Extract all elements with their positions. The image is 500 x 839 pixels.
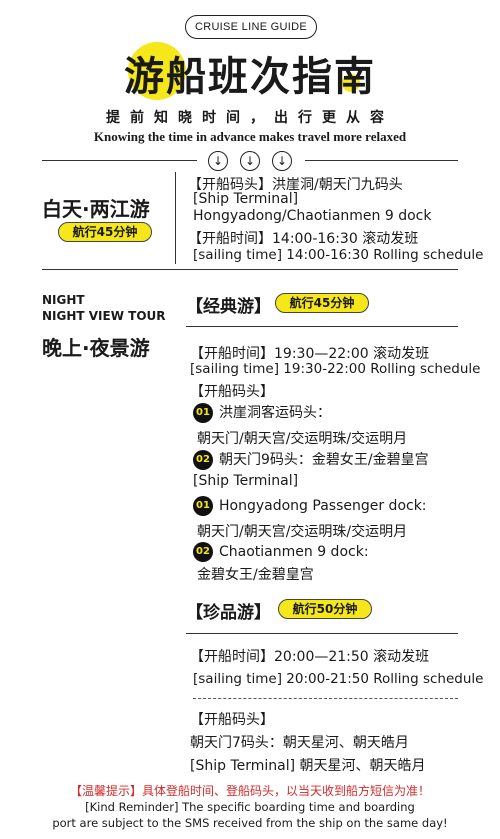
night-en-label: NIGHT [42,293,85,307]
kind-reminder-en-2: port are subject to the SMS received fro… [52,816,448,830]
cruise-line-guide-badge: CRUISE LINE GUIDE [185,15,317,39]
section-divider [42,269,458,270]
classic-duration-badge: 航行45分钟 [275,293,369,313]
kind-reminder-cn: 【温馨提示】具体登船时间、登船码头，以当天收到船方短信为准！ [69,784,430,798]
subtitle-cn: 提前知晓时间，出行更从容 [106,110,394,126]
arrow-down-icon: ↓ [240,151,260,171]
day-time-cn: 【开船时间】14:00-16:30 滚动发班 [188,231,419,247]
premium-dashed-divider [193,698,458,699]
classic-time-en: [sailing time] 19:30-22:00 Rolling sched… [190,361,481,377]
day-vertical-rule [175,172,176,264]
classic-item-4-sub: 金碧女王/金碧皇宫 [197,567,314,583]
classic-item-3-text: Hongyadong Passenger dock: [219,498,427,514]
number-badge: 02 [193,542,213,562]
number-badge: 01 [193,496,213,516]
divider-left [42,160,197,161]
premium-terminal-line: 朝天门7码头：朝天星河、朝天皓月 [190,735,409,751]
day-terminal-en-value: Hongyadong/Chaotianmen 9 dock [193,208,432,224]
day-duration-badge: 航行45分钟 [58,222,152,242]
kind-reminder-en-1: [Kind Reminder] The specific boarding ti… [85,800,415,814]
number-badge: 01 [193,403,213,423]
classic-item-2-text: 朝天门9码头：金碧女王/金碧皇宫 [219,452,429,468]
classic-tour-label: 【经典游】 [186,297,271,317]
classic-item-1-sub: 朝天门/朝天宫/交运明珠/交运明月 [197,431,408,447]
day-title: 白天·两江游 [42,197,150,221]
classic-item-1: 01 洪崖洞客运码头： [193,402,331,423]
premium-time-en: [sailing time] 20:00-21:50 Rolling sched… [193,671,484,687]
premium-time-cn: 【开船时间】20:00—21:50 滚动发班 [190,649,430,665]
page-title: 游船班次指南 [124,54,376,100]
classic-item-1-text: 洪崖洞客运码头： [219,405,331,421]
arrow-down-icon: ↓ [272,151,292,171]
number-badge: 02 [193,450,213,470]
day-terminal-cn: 【开船码头】洪崖洞/朝天门九码头 [188,177,403,193]
premium-divider [186,633,458,634]
divider-right [305,160,458,161]
premium-terminal-cn: 【开船码头】 [190,712,274,728]
day-time-en: [sailing time] 14:00-16:30 Rolling sched… [193,247,484,263]
classic-item-4-text: Chaotianmen 9 dock: [219,544,369,560]
classic-item-4: 02 Chaotianmen 9 dock: [193,542,369,562]
decor-dot [342,74,360,92]
classic-item-3-sub: 朝天门/朝天宫/交运明珠/交运明月 [197,524,408,540]
classic-divider [186,326,458,327]
classic-terminal-cn: 【开船码头】 [190,384,274,400]
decor-circle [128,42,186,100]
classic-item-3: 01 Hongyadong Passenger dock: [193,496,427,516]
classic-time-cn: 【开船时间】19:30—22:00 滚动发班 [190,346,430,362]
arrow-down-icon: ↓ [208,151,228,171]
night-view-tour-label: NIGHT VIEW TOUR [42,309,166,323]
classic-item-2: 02 朝天门9码头：金碧女王/金碧皇宫 [193,449,429,470]
subtitle-en: Knowing the time in advance makes travel… [93,129,407,144]
premium-tour-label: 【珍品游】 [186,603,271,623]
night-title: 晚上·夜景游 [42,336,150,360]
premium-duration-badge: 航行50分钟 [278,599,372,619]
premium-terminal-en: [Ship Terminal] 朝天星河、朝天皓月 [190,758,426,774]
day-terminal-en: [Ship Terminal] [193,191,299,207]
classic-terminal-en: [Ship Terminal] [193,473,299,489]
